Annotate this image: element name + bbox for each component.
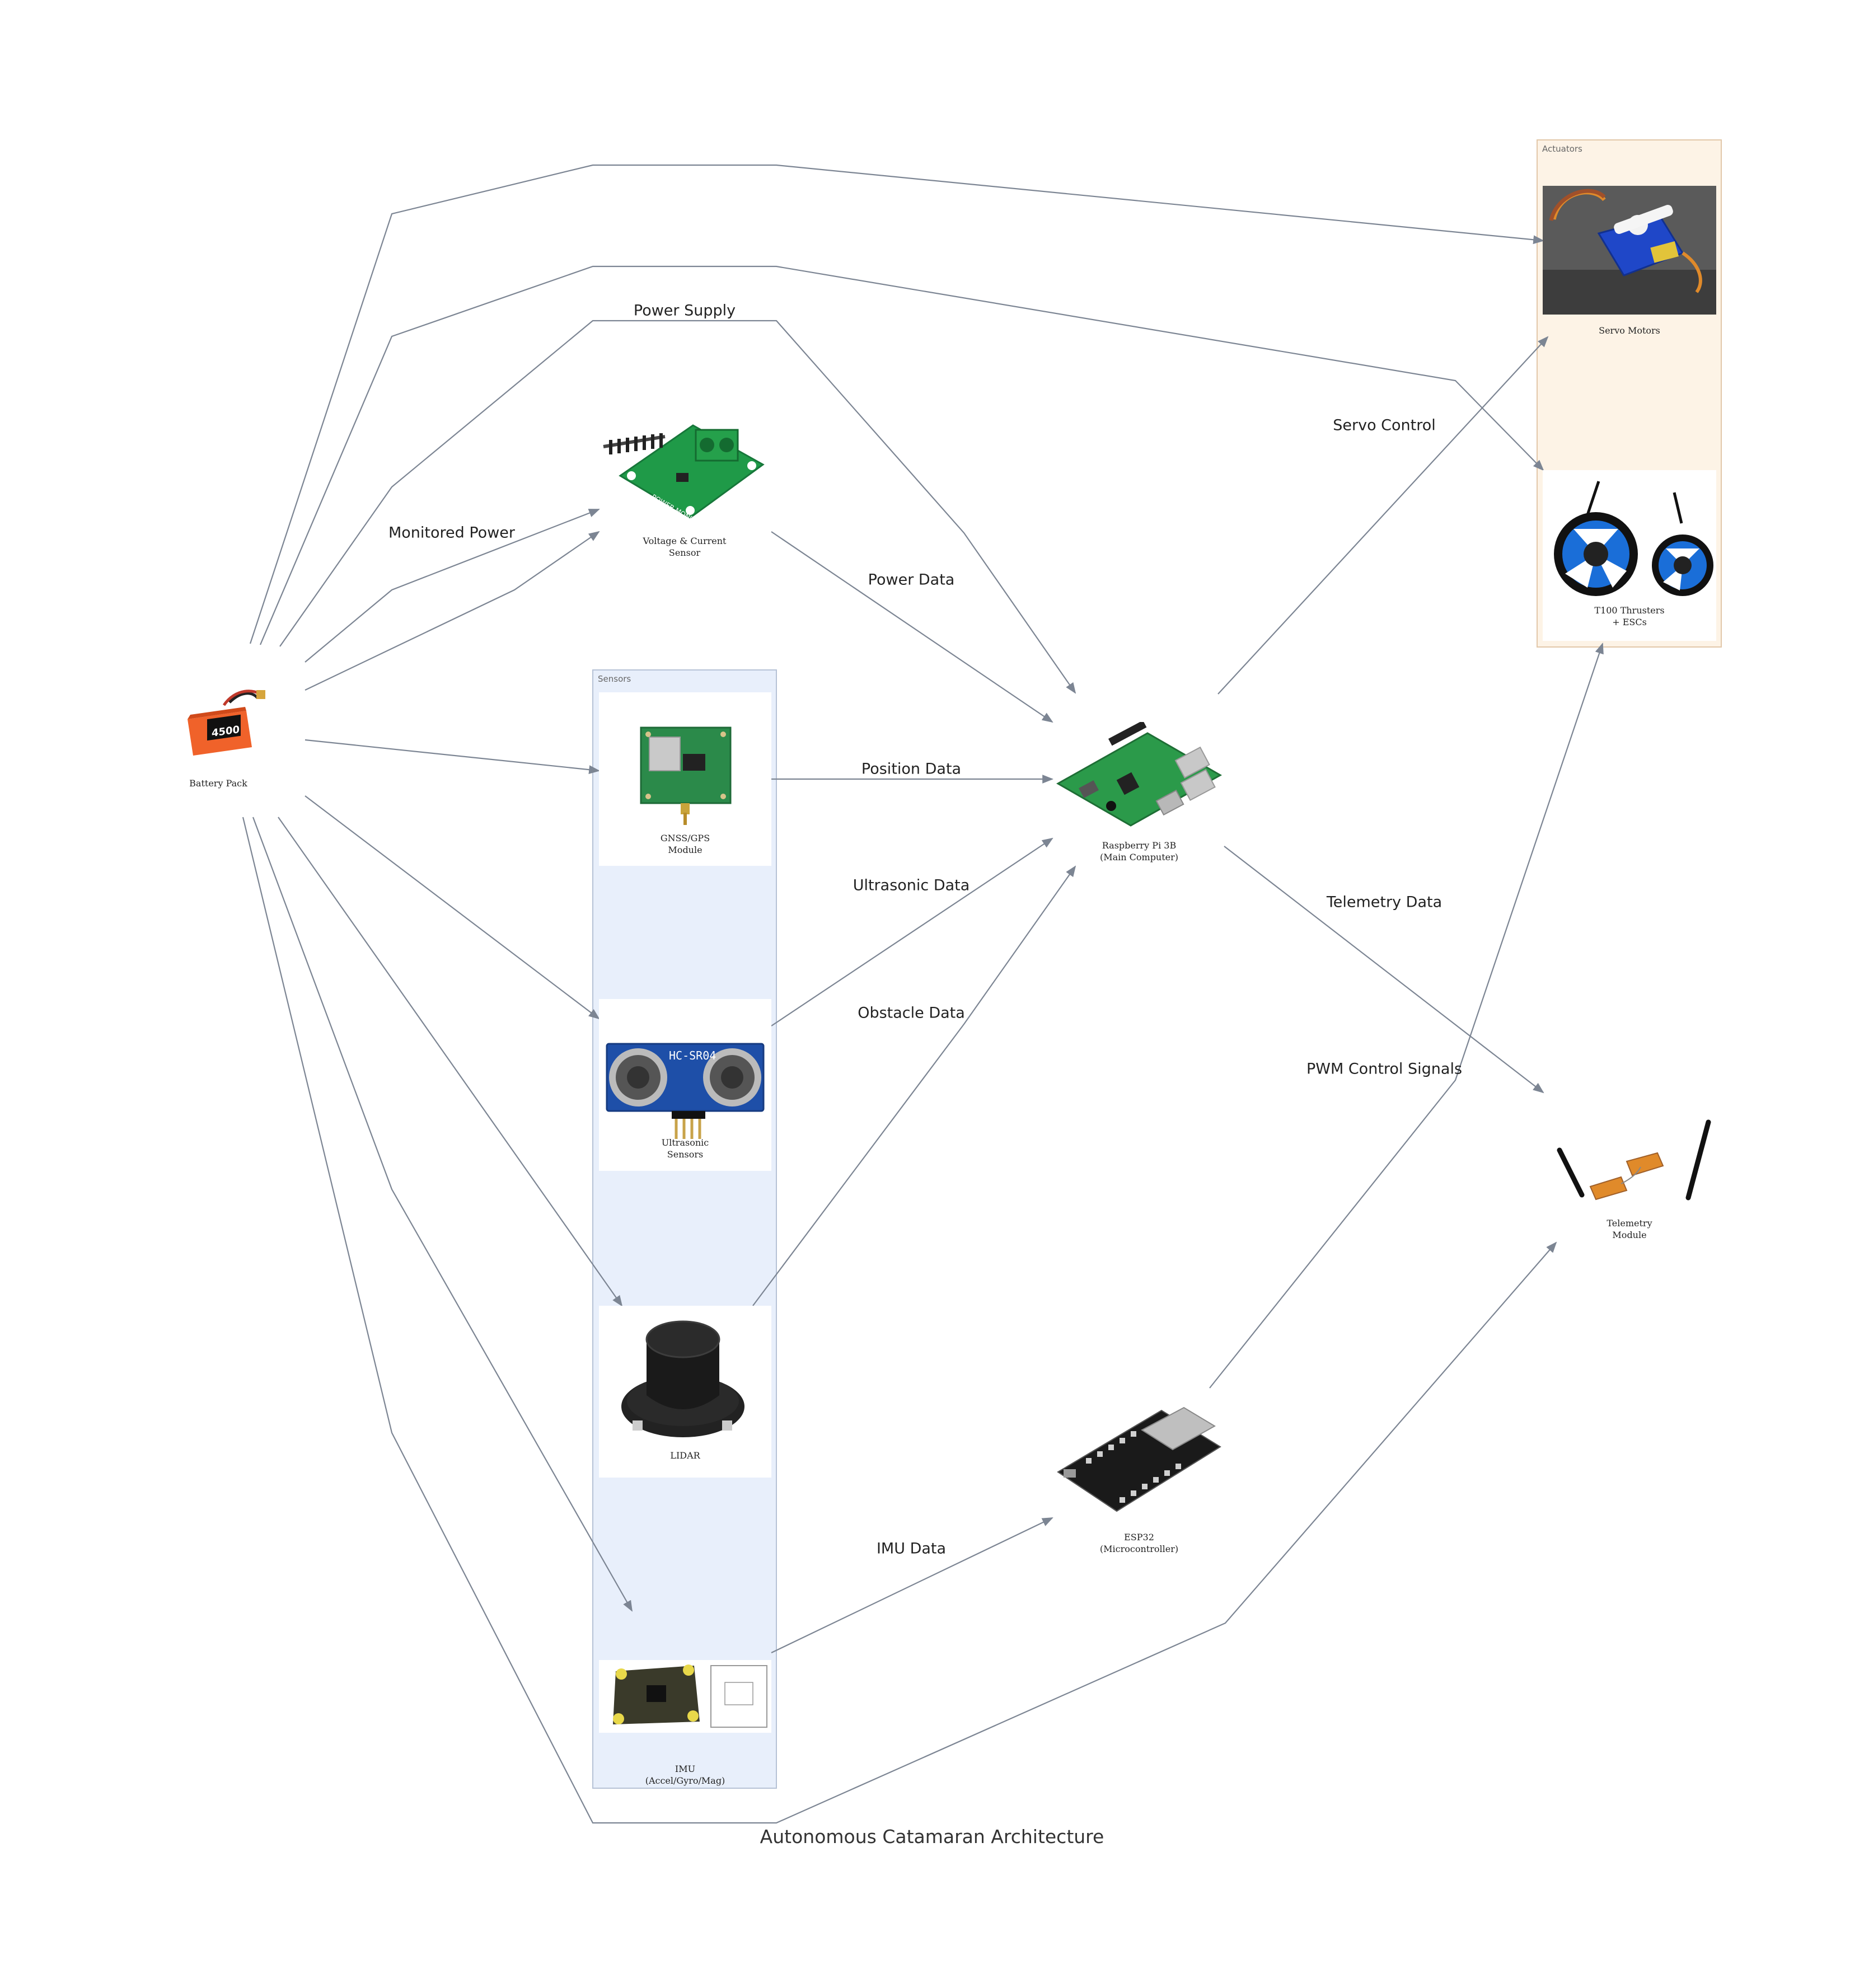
esp32-label: ESP32 (Microcontroller) xyxy=(1099,1532,1179,1554)
voltage-current-sensor-icon: POWER MONITOR xyxy=(603,424,765,529)
edge-ultrasonic-rpi xyxy=(771,837,1053,1026)
esp32-icon xyxy=(1057,1406,1221,1512)
lidar-label: LIDAR xyxy=(670,1450,700,1461)
edge-battery-ultrasonic xyxy=(305,795,600,1020)
edge-label-obstacle-data: Obstacle Data xyxy=(858,1004,965,1022)
node-battery-pack: 4500 Battery Pack xyxy=(168,680,269,789)
telemetry-module-icon xyxy=(1557,1119,1711,1201)
sensors-cluster-title: Sensors xyxy=(598,674,631,684)
edge-battery-gps xyxy=(305,739,600,775)
edge-lidar-rpi xyxy=(752,865,1076,1306)
edge-label-power-data: Power Data xyxy=(868,571,955,589)
edge-esp32-thrusters xyxy=(1209,643,1604,1389)
edge-battery-imu xyxy=(252,817,633,1612)
edge-battery-thrusters xyxy=(259,265,1544,645)
ultrasonic-sensors-label: Ultrasonic Sensors xyxy=(661,1137,709,1160)
edge-label-telemetry-data: Telemetry Data xyxy=(1326,893,1443,911)
svg-text:HC-SR04: HC-SR04 xyxy=(669,1049,716,1062)
edge-rpi-telemetry xyxy=(1224,846,1544,1094)
gnss-gps-label: GNSS/GPS Module xyxy=(660,833,710,855)
thruster-icon xyxy=(1554,481,1713,596)
edge-label-pwm-control: PWM Control Signals xyxy=(1306,1060,1463,1078)
node-ultrasonic-sensors: HC-SR04 Ultrasonic Sensors xyxy=(599,999,771,1171)
edge-label-ultrasonic-data: Ultrasonic Data xyxy=(853,876,970,894)
edge-battery-esp32 xyxy=(242,817,1557,1824)
ultrasonic-sensor-icon: HC-SR04 xyxy=(606,1043,765,1139)
battery-pack-icon: 4500 xyxy=(188,690,265,756)
servo-motors-label: Servo Motors xyxy=(1599,325,1660,336)
servo-motor-icon xyxy=(1543,186,1716,315)
node-gnss-gps: GNSS/GPS Module xyxy=(599,692,771,866)
actuators-cluster-title: Actuators xyxy=(1542,144,1582,154)
edge-battery-vsensor-1 xyxy=(305,508,600,663)
node-voltage-current-sensor: POWER MONITOR Voltage & Current Sensor xyxy=(598,414,771,559)
edge-label-power-supply: Power Supply xyxy=(633,302,736,320)
edge-imu-esp32 xyxy=(771,1517,1053,1653)
t100-thrusters-label: T100 Thrusters + ESCs xyxy=(1594,605,1665,627)
edge-battery-lidar xyxy=(278,817,623,1307)
imu-icon xyxy=(599,1660,771,1733)
gps-module-icon xyxy=(640,726,732,825)
telemetry-module-label: Telemetry Module xyxy=(1607,1218,1652,1240)
diagram-title: Autonomous Catamaran Architecture xyxy=(760,1826,1104,1848)
lidar-icon xyxy=(621,1320,744,1437)
raspberry-pi-icon xyxy=(1056,720,1223,827)
edge-label-monitored-power: Monitored Power xyxy=(388,524,516,542)
raspberry-pi-label: Raspberry Pi 3B (Main Computer) xyxy=(1099,840,1179,862)
edge-label-servo-control: Servo Control xyxy=(1333,416,1436,434)
node-lidar: LIDAR xyxy=(599,1306,771,1478)
node-t100-thrusters: T100 Thrusters + ESCs xyxy=(1543,470,1716,641)
edge-battery-servo xyxy=(249,164,1544,644)
voltage-current-sensor-label: Voltage & Current Sensor xyxy=(643,536,727,558)
edge-vsensor-rpi xyxy=(771,531,1053,723)
edge-label-position-data: Position Data xyxy=(861,760,962,778)
edge-battery-rpi xyxy=(279,320,1076,694)
node-imu: IMU (Accel/Gyro/Mag) xyxy=(599,1660,771,1787)
node-esp32: ESP32 (Microcontroller) xyxy=(1052,1399,1226,1555)
edge-battery-vsensor-2 xyxy=(305,531,600,691)
imu-label: IMU (Accel/Gyro/Mag) xyxy=(645,1764,725,1786)
edge-label-imu-data: IMU Data xyxy=(876,1540,947,1558)
battery-pack-label: Battery Pack xyxy=(189,778,247,789)
node-telemetry-module: Telemetry Module xyxy=(1543,1111,1716,1241)
node-servo-motors: Servo Motors xyxy=(1543,186,1716,336)
node-raspberry-pi: Raspberry Pi 3B (Main Computer) xyxy=(1052,720,1226,863)
edge-rpi-servo xyxy=(1217,336,1549,695)
